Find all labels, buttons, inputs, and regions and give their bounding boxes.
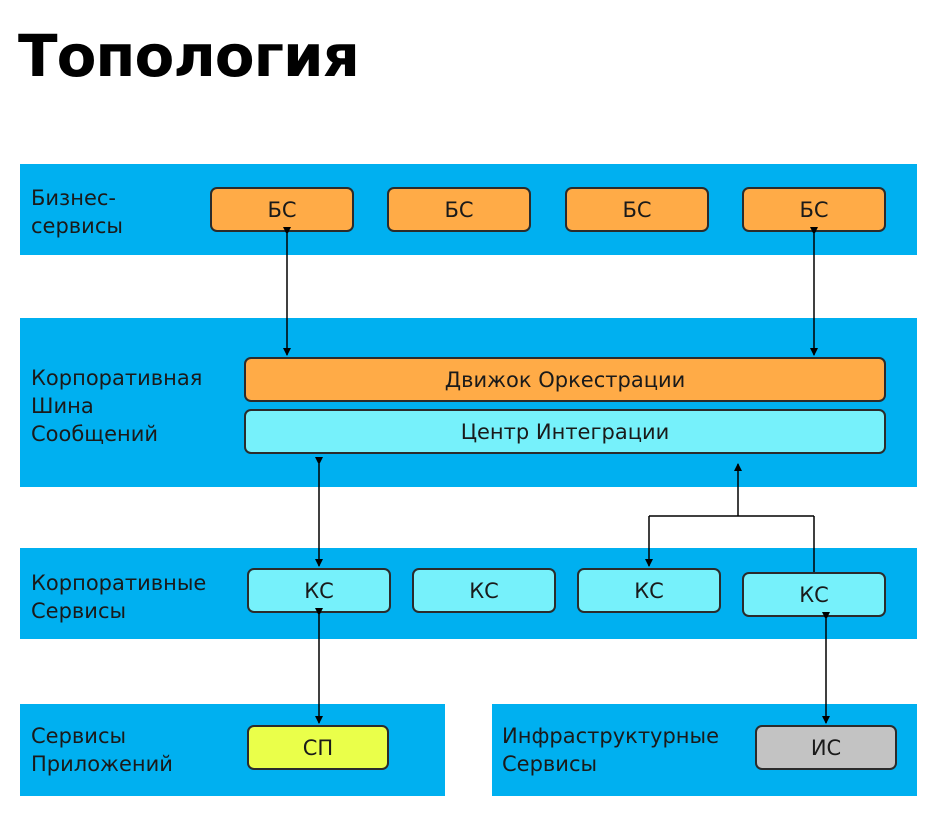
infra-services-label: Инфраструктурные Сервисы [502,722,719,778]
corporate-service-box-1[interactable]: КС [247,568,391,613]
corporate-services-label-line1: Корпоративные [31,571,207,595]
app-service-box[interactable]: СП [247,725,389,770]
esb-band [20,318,917,487]
corporate-services-label: Корпоративные Сервисы [31,569,206,625]
esb-label: Корпоративная Шина Сообщений [31,364,202,448]
corporate-services-label-line2: Сервисы [31,599,127,623]
esb-label-line2: Шина [31,394,94,418]
page-title: Топология [18,22,360,90]
business-service-box-4[interactable]: БС [742,187,886,232]
infra-services-label-line1: Инфраструктурные [502,724,720,748]
corporate-service-box-2[interactable]: КС [412,568,556,613]
infra-services-label-line2: Сервисы [502,752,598,776]
orchestration-engine-box[interactable]: Движок Оркестрации [244,357,886,402]
integration-center-box[interactable]: Центр Интеграции [244,409,886,454]
app-services-label-line1: Сервисы [31,724,127,748]
app-services-label-line2: Приложений [31,752,173,776]
corporate-service-box-4[interactable]: КС [742,572,886,617]
app-services-label: Сервисы Приложений [31,722,173,778]
esb-label-line3: Сообщений [31,422,159,446]
business-services-label-line2: сервисы [31,214,123,238]
business-service-box-3[interactable]: БС [565,187,709,232]
business-services-label-line1: Бизнес- [31,186,116,210]
corporate-service-box-3[interactable]: КС [577,568,721,613]
infra-service-box[interactable]: ИС [755,725,897,770]
business-service-box-2[interactable]: БС [387,187,531,232]
esb-label-line1: Корпоративная [31,366,203,390]
business-services-label: Бизнес- сервисы [31,184,123,240]
business-service-box-1[interactable]: БС [210,187,354,232]
